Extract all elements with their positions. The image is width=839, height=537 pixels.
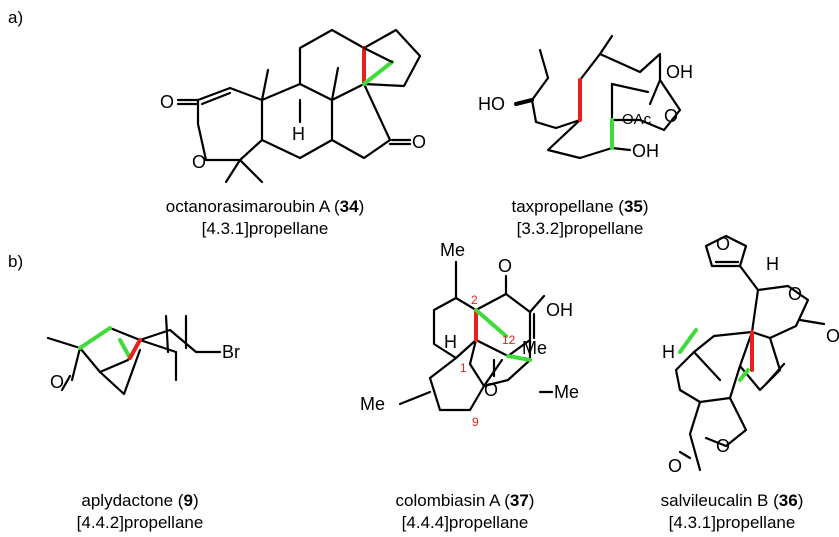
propellane-type: [4.3.1]propellane	[201, 219, 329, 238]
label-tax-ho: HO	[478, 94, 505, 114]
label-salv-o-furan: O	[716, 234, 730, 254]
label-oct-h: H	[292, 124, 305, 144]
structure-taxpropellane: HO OH OAc O OH	[478, 34, 693, 161]
label-oct-o-ketone: O	[412, 132, 426, 152]
structure-octanorasimaroubin-a: O O H O	[160, 28, 426, 184]
label-aply-br: Br	[222, 342, 240, 362]
label-tax-o-ring: O	[664, 106, 678, 126]
label-col-me-bottom-right: Me	[554, 382, 579, 402]
compound-name: salvileucalin B	[660, 491, 769, 510]
propellane-type: [4.3.1]propellane	[668, 513, 796, 532]
compound-number: 37	[509, 491, 529, 510]
compound-number: 9	[183, 491, 193, 510]
compound-name: taxpropellane	[511, 197, 614, 216]
label-tax-oh-bottom: OH	[632, 141, 659, 161]
compound-number: 34	[339, 197, 359, 216]
label-col-atom-9: 9	[472, 415, 479, 429]
caption-salvileucalin-b: salvileucalin B (36) [4.3.1]propellane	[632, 490, 832, 534]
label-col-me-right: Me	[522, 338, 547, 358]
label-col-me-top: Me	[440, 240, 465, 260]
label-col-atom-12: 12	[502, 333, 516, 347]
label-salv-h-top: H	[766, 254, 779, 274]
caption-aplydactone: aplydactone (9) [4.4.2]propellane	[40, 490, 240, 534]
label-col-atom-1: 1	[460, 361, 467, 375]
compound-name: octanorasimaroubin A	[165, 197, 330, 216]
label-salv-o-lactone: O	[788, 284, 802, 304]
compound-name: colombiasin A	[395, 491, 500, 510]
structure-colombiasin-a: O OH H Me Me Me Me O 2 12 1 9	[360, 240, 579, 429]
label-col-me-left: Me	[360, 394, 385, 414]
label-tax-oh-top: OH	[666, 62, 693, 82]
propellane-type: [4.4.2]propellane	[76, 513, 204, 532]
label-aply-o: O	[50, 372, 64, 392]
label-tax-oac: OAc	[622, 111, 652, 128]
label-oct-o-ring: O	[192, 152, 206, 172]
propellane-type: [4.4.4]propellane	[401, 513, 529, 532]
compound-number: 35	[623, 197, 643, 216]
label-col-o-mid: O	[484, 380, 498, 400]
label-col-h: H	[444, 332, 457, 352]
label-col-oh: OH	[546, 300, 573, 320]
structure-aplydactone: O Br	[46, 314, 240, 396]
caption-octanorasimaroubin-a: octanorasimaroubin A (34) [4.3.1]propell…	[140, 196, 390, 240]
structure-salvileucalin-b: O H O O H O O	[662, 234, 839, 476]
label-oct-o-carbonyl: O	[160, 92, 174, 112]
label-col-o-top: O	[498, 256, 512, 276]
label-salv-o-lower: O	[716, 436, 730, 456]
caption-taxpropellane: taxpropellane (35) [3.3.2]propellane	[490, 196, 670, 240]
label-salv-o-carbonyl: O	[826, 326, 839, 346]
label-salv-o-lower-carbonyl: O	[668, 456, 682, 476]
label-salv-h-left: H	[662, 342, 675, 362]
propellane-type: [3.3.2]propellane	[516, 219, 644, 238]
compound-number: 36	[778, 491, 798, 510]
panel-label-b: b)	[8, 252, 24, 271]
label-col-atom-2: 2	[471, 293, 478, 307]
caption-colombiasin-a: colombiasin A (37) [4.4.4]propellane	[360, 490, 570, 534]
panel-label-a: a)	[8, 8, 24, 27]
compound-name: aplydactone	[81, 491, 174, 510]
